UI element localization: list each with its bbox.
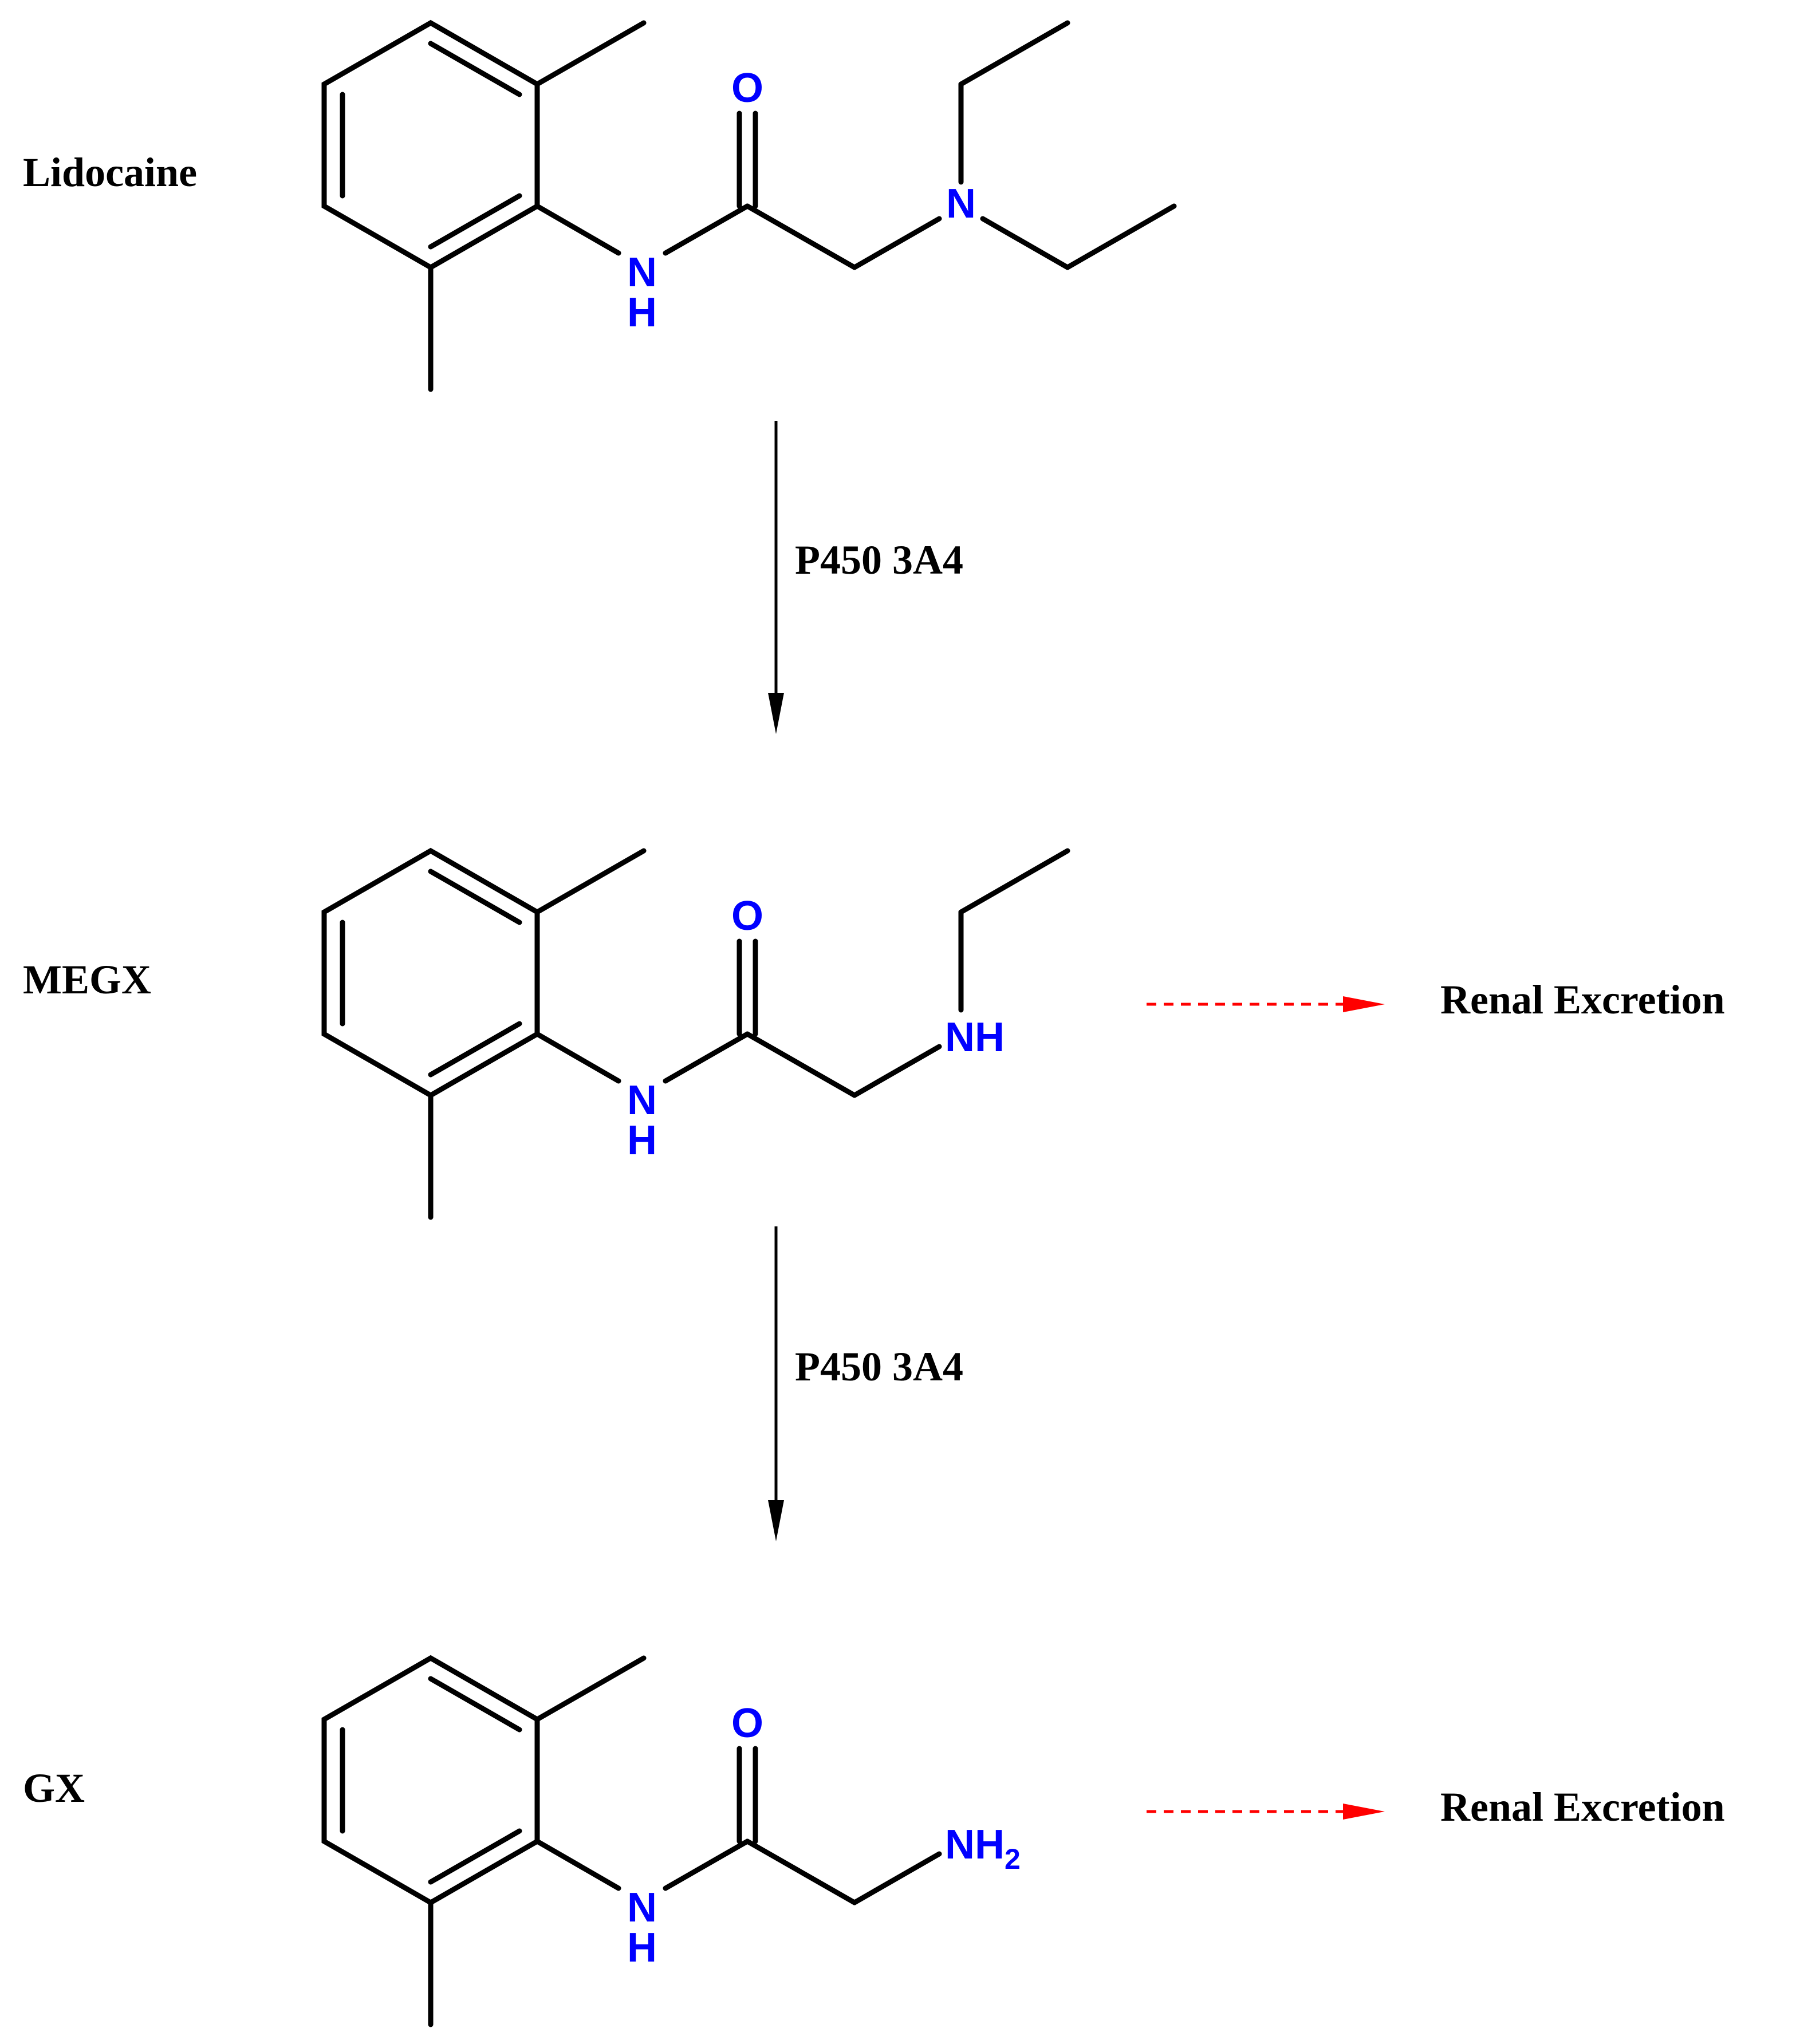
lidocaine-n-ethyl-down-1 (980, 216, 1070, 270)
gx-ch2-n-bond (852, 1851, 942, 1905)
megx-ring-nh-bond (534, 1031, 621, 1084)
reaction-2-enzyme: P450 3A4 (795, 1344, 963, 1390)
megx-n-ethyl-2 (958, 848, 1070, 915)
lidocaine-ring (321, 19, 540, 271)
megx-carbonyl-o: O (731, 893, 763, 939)
megx-c-ch2-bond (745, 1031, 857, 1098)
megx-ring (321, 847, 540, 1099)
gx-amine-subscript: 2 (1005, 1843, 1021, 1875)
megx-excretion-arrow (1147, 996, 1385, 1012)
reaction-arrow-2 (768, 1226, 784, 1541)
megx-amine-nh: NH (945, 1015, 1005, 1060)
gx-amide-n: N (627, 1885, 657, 1931)
lidocaine-name: Lidocaine (23, 149, 197, 195)
lidocaine-amide-h: H (627, 290, 657, 336)
megx-ch2-n-bond (852, 1044, 942, 1098)
reaction-arrow-1 (768, 421, 784, 734)
gx-amine-nh: NH (945, 1822, 1005, 1868)
megx-nh-co-bond (663, 1031, 750, 1084)
megx-name: MEGX (23, 957, 151, 1003)
gx-structure: O N H NH2 (321, 1655, 1021, 2027)
gx-ring-nh-bond (534, 1838, 621, 1891)
megx-top-methyl (534, 848, 647, 915)
megx-amide-n: N (627, 1078, 657, 1123)
megx-amide-h: H (627, 1118, 657, 1163)
gx-ring (321, 1655, 540, 1906)
lidocaine-n-ethyl-up-2 (958, 20, 1070, 87)
megx-structure: O N H NH (321, 847, 1070, 1220)
reaction-1-enzyme: P450 3A4 (795, 537, 963, 583)
lidocaine-c-ch2-bond (745, 203, 857, 270)
gx-top-methyl (534, 1655, 647, 1722)
gx-excretion-label: Renal Excretion (1440, 1784, 1725, 1830)
lidocaine-structure: O N H N (321, 19, 1177, 392)
lidocaine-carbonyl-o: O (731, 65, 763, 111)
lidocaine-nh-co-bond (663, 203, 750, 256)
megx-excretion-label: Renal Excretion (1440, 977, 1725, 1023)
lidocaine-n-ethyl-down-2 (1065, 203, 1177, 270)
lidocaine-top-methyl (534, 20, 647, 87)
gx-amine-nh2: NH2 (945, 1822, 1021, 1875)
gx-nh-co-bond (663, 1838, 750, 1891)
gx-excretion-arrow (1147, 1804, 1385, 1820)
lidocaine-ring-nh-bond (534, 203, 621, 256)
gx-c-ch2-bond (745, 1838, 857, 1905)
gx-name: GX (23, 1765, 85, 1811)
lidocaine-ch2-n-bond (852, 216, 942, 270)
gx-amide-h: H (627, 1925, 657, 1971)
lidocaine-amine-n: N (946, 181, 976, 227)
gx-carbonyl-o: O (731, 1700, 763, 1746)
lidocaine-amide-n: N (627, 250, 657, 295)
